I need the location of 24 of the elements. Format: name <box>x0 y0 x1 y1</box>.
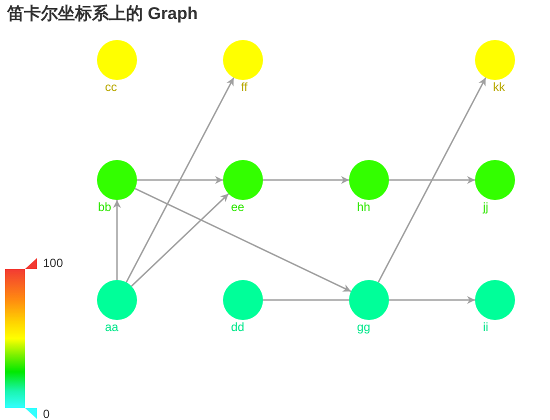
chart-title: 笛卡尔坐标系上的 Graph <box>7 4 198 24</box>
node-label: gg <box>357 321 370 334</box>
node-label: bb <box>98 201 112 214</box>
node-label: cc <box>105 81 117 94</box>
arrow <box>389 176 475 184</box>
node-label: ee <box>231 201 244 214</box>
node-label: ff <box>241 81 248 94</box>
scale-label: 0 <box>43 407 50 420</box>
node-label: ii <box>483 321 488 334</box>
arrow <box>126 77 234 283</box>
arrow <box>378 77 486 283</box>
node-label: hh <box>357 201 370 214</box>
arrow <box>389 296 475 304</box>
arrow <box>113 200 121 280</box>
node-label: jj <box>483 201 488 214</box>
node-label: kk <box>493 81 505 94</box>
arrow <box>134 188 352 292</box>
scale-label: 100 <box>43 256 64 270</box>
connector-line <box>263 299 349 301</box>
node-label: dd <box>231 321 244 334</box>
arrow <box>137 176 223 184</box>
arrow <box>263 176 349 184</box>
arrow <box>130 193 230 287</box>
node-label: aa <box>105 321 118 334</box>
